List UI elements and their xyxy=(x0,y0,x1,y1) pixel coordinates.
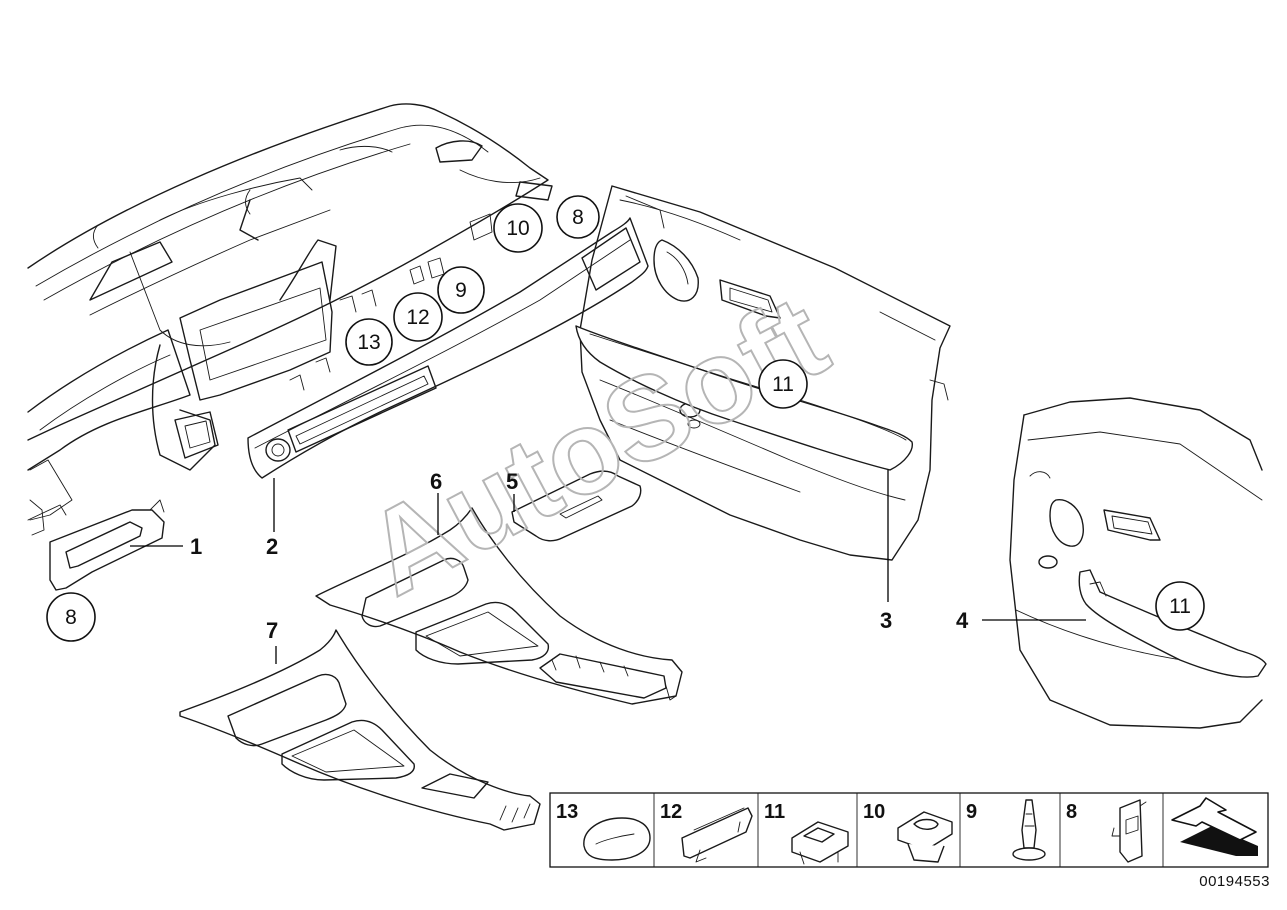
trim-center-console-drawing xyxy=(315,507,683,705)
clamp-icon xyxy=(1111,799,1147,863)
trim-cover-drawing xyxy=(511,470,642,542)
direction-arrow-icon xyxy=(1171,797,1258,856)
part-label-7: 7 xyxy=(266,618,278,643)
svg-text:8: 8 xyxy=(65,606,77,629)
svg-text:9: 9 xyxy=(455,279,467,302)
callout-8-left: 8 xyxy=(46,592,96,642)
document-id: 00194553 xyxy=(1199,873,1270,890)
expanding-nut-icon xyxy=(791,821,849,865)
leader-lines xyxy=(130,470,1086,664)
svg-text:10: 10 xyxy=(506,217,529,240)
part-label-5: 5 xyxy=(506,469,518,494)
part-label-2: 2 xyxy=(266,534,278,559)
legend-label-11: 11 xyxy=(764,801,785,823)
front-door-drawing xyxy=(575,185,951,561)
legend-label-10: 10 xyxy=(863,801,885,823)
trim-dashboard-drawing xyxy=(247,217,649,479)
svg-text:8: 8 xyxy=(572,206,584,229)
legend-strip: 13 12 11 10 9 8 xyxy=(549,792,1269,868)
callout-12: 12 xyxy=(393,292,443,342)
callout-11-front-door: 11 xyxy=(758,359,808,409)
legend-label-9: 9 xyxy=(966,801,977,823)
rear-door-drawing xyxy=(1009,397,1267,729)
rivet-icon xyxy=(1012,799,1046,861)
svg-text:11: 11 xyxy=(1169,595,1191,618)
part-label-4: 4 xyxy=(956,608,969,633)
callout-13: 13 xyxy=(345,318,393,366)
legend-label-12: 12 xyxy=(660,801,682,823)
svg-text:12: 12 xyxy=(406,306,429,329)
part-label-3: 3 xyxy=(880,608,892,633)
legend-label-13: 13 xyxy=(556,801,578,823)
callout-9: 9 xyxy=(437,266,485,314)
spring-clip-icon xyxy=(681,807,753,863)
trim-left-drawing xyxy=(49,499,165,591)
clip-nut-icon xyxy=(897,811,953,863)
svg-text:11: 11 xyxy=(772,373,794,396)
trim-center-console-alt-drawing xyxy=(179,629,541,831)
part-label-6: 6 xyxy=(430,469,442,494)
plug-cap-icon xyxy=(583,817,651,861)
dashboard-drawing xyxy=(27,103,553,536)
part-label-1: 1 xyxy=(190,534,202,559)
legend-label-8: 8 xyxy=(1066,801,1077,823)
callout-11-rear-door: 11 xyxy=(1155,581,1205,631)
callout-8-top: 8 xyxy=(556,195,600,239)
svg-text:13: 13 xyxy=(357,331,380,354)
callout-10: 10 xyxy=(493,203,543,253)
